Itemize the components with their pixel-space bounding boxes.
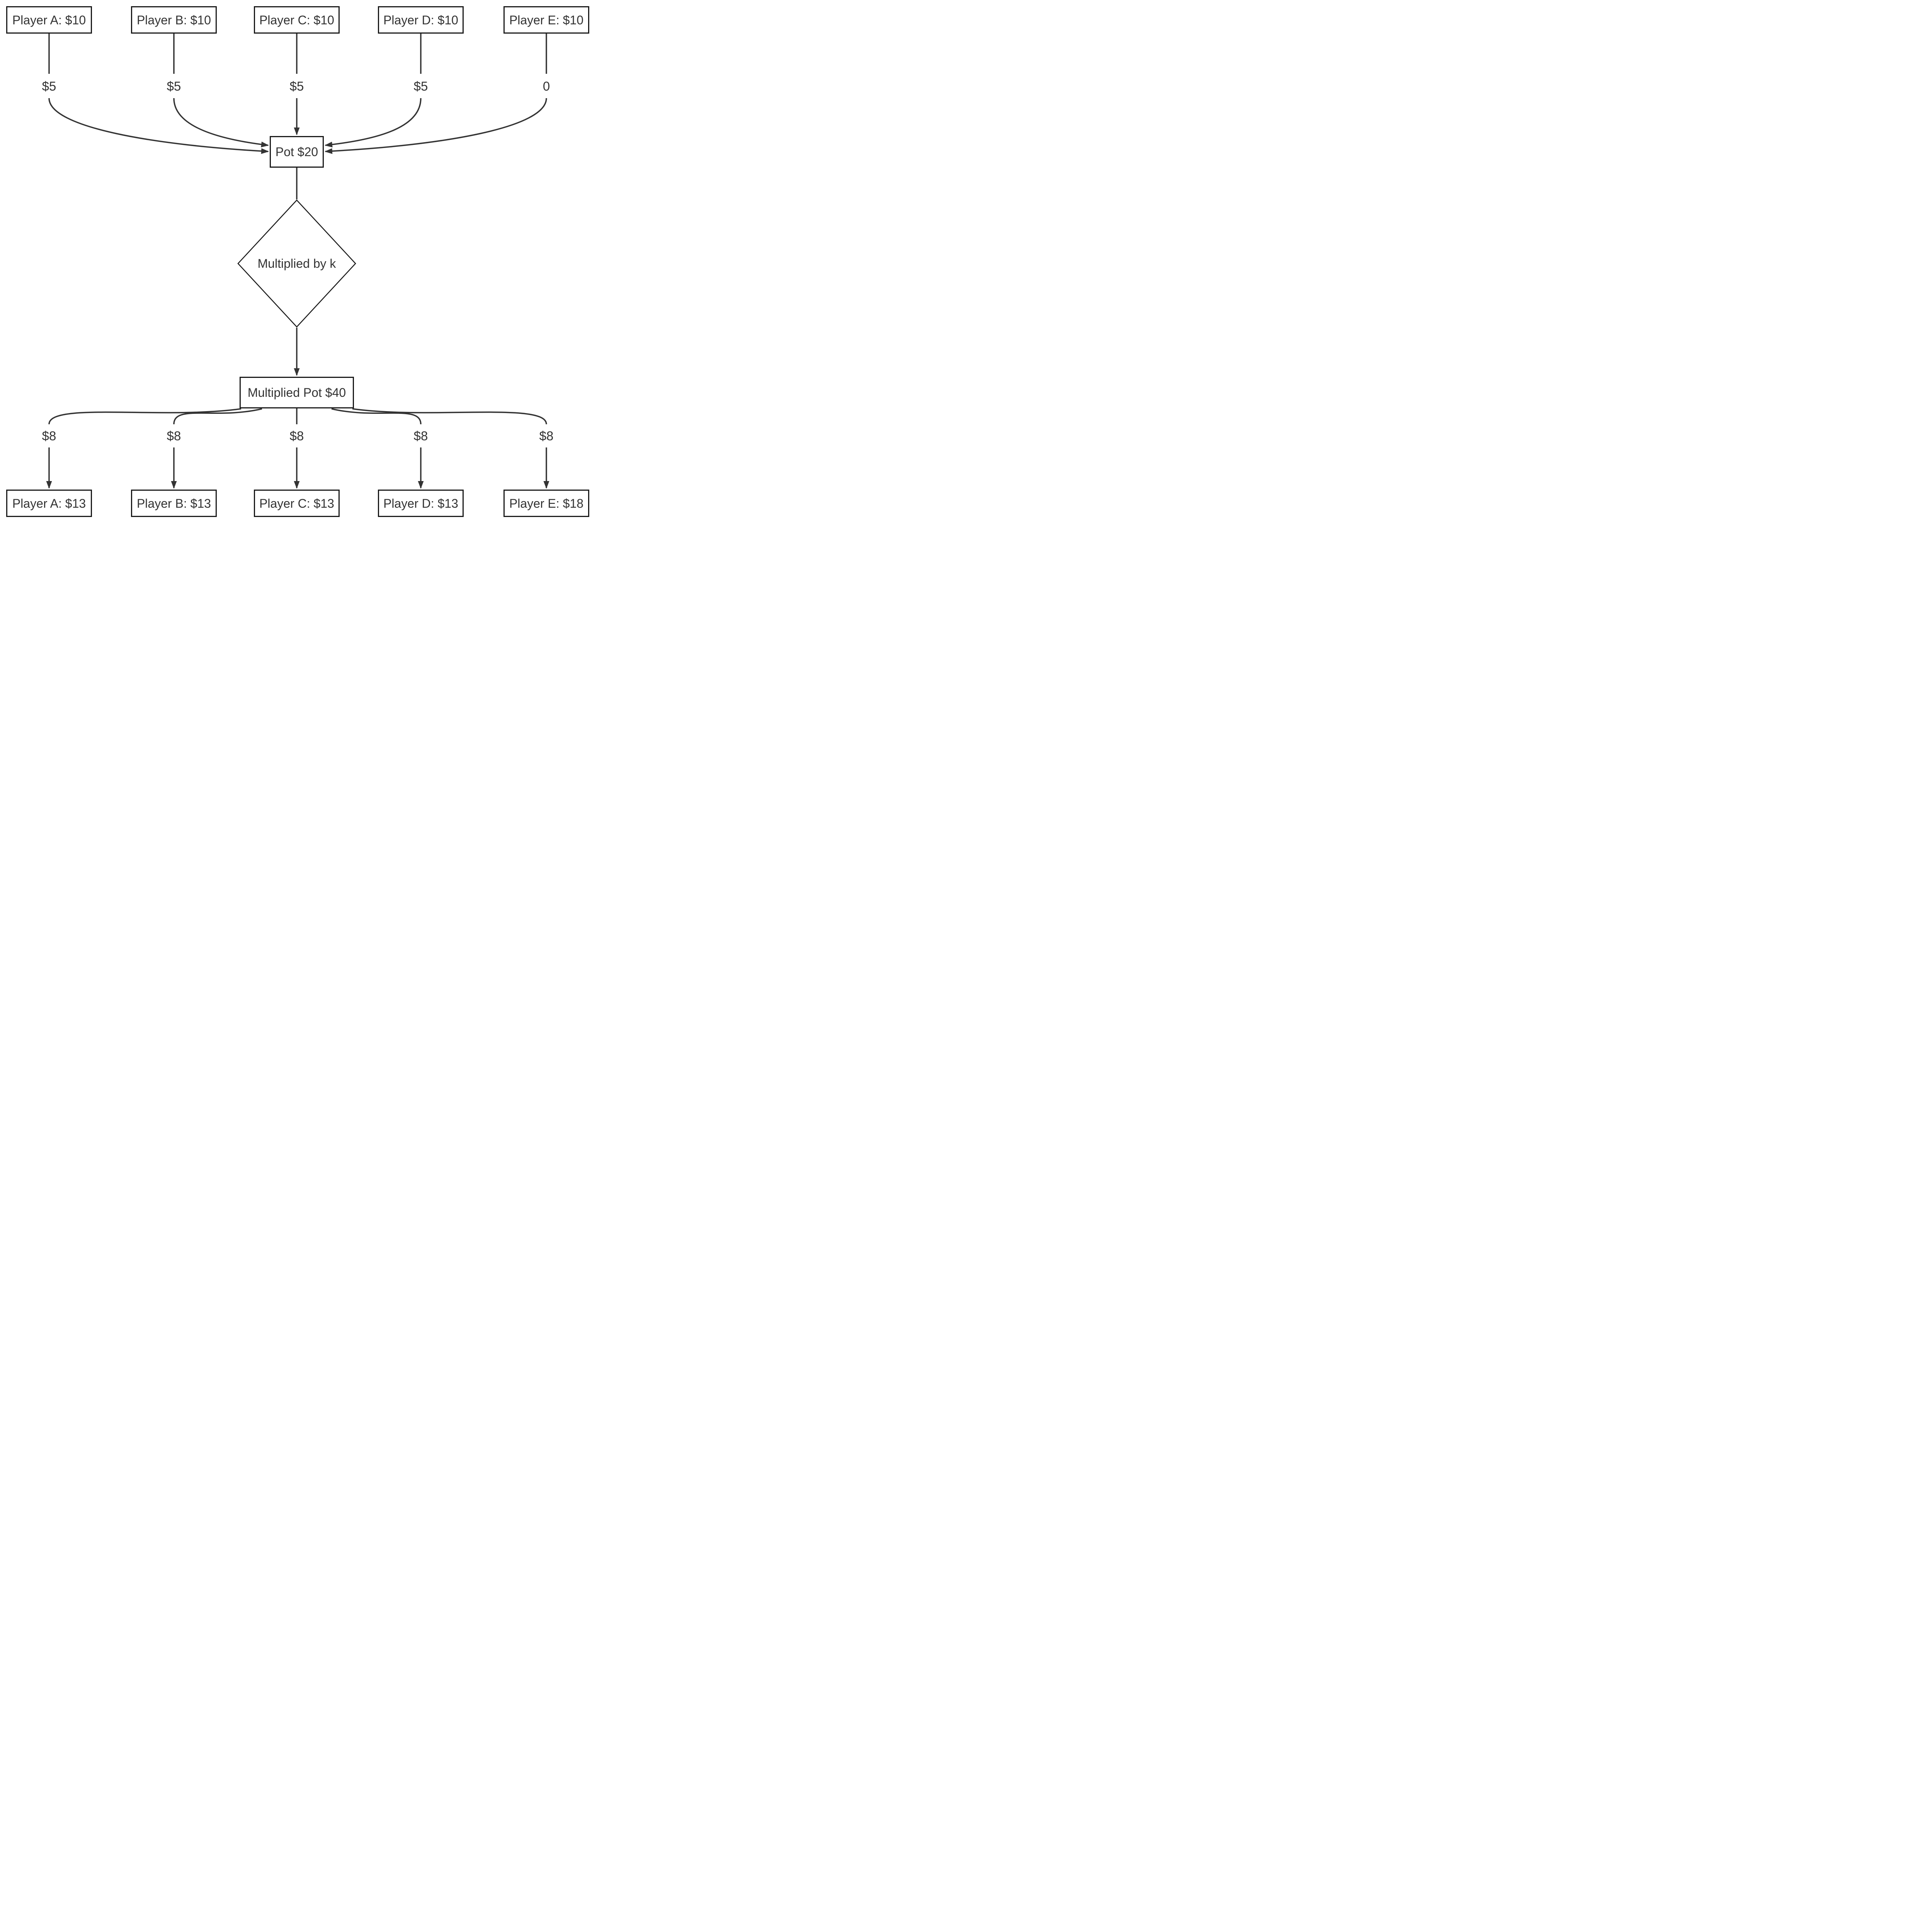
node-player-b-end: Player B: $13 (131, 490, 217, 517)
node-multiplied-pot: Multiplied Pot $40 (240, 377, 354, 408)
edges-layer (46, 34, 549, 489)
edge-multiplied-pot-to-e-curve (352, 408, 547, 425)
edge-player-a-to-pot (48, 98, 269, 154)
node-player-b-start: Player B: $10 (131, 6, 217, 34)
edge-player-d-to-pot (325, 98, 422, 148)
node-multiplier-label: Multiplied by k (257, 256, 336, 270)
edge-label-contribution-b: $5 (164, 80, 184, 93)
node-player-d-start: Player D: $10 (378, 6, 464, 34)
node-player-e-start: Player E: $10 (503, 6, 589, 34)
edge-player-e-to-pot (325, 98, 547, 154)
node-player-a-start: Player A: $10 (6, 6, 92, 34)
edge-multiplied-pot-to-a-curve (48, 408, 242, 425)
edge-player-b-to-pot (173, 98, 269, 148)
edge-label-payout-c: $8 (287, 429, 306, 442)
flowchart-canvas: Player A: $10 Player B: $10 Player C: $1… (0, 0, 590, 519)
edge-multiplied-pot-to-b-curve (173, 408, 262, 425)
edge-label-contribution-d: $5 (411, 80, 430, 93)
edge-label-payout-b: $8 (164, 429, 184, 442)
node-player-c-end: Player C: $13 (254, 490, 340, 517)
node-player-c-start: Player C: $10 (254, 6, 340, 34)
edge-label-payout-d: $8 (411, 429, 430, 442)
edge-label-payout-a: $8 (39, 429, 59, 442)
multiplier-diamond-shape (237, 199, 356, 328)
node-player-a-end: Player A: $13 (6, 490, 92, 517)
edge-label-contribution-a: $5 (39, 80, 59, 93)
node-pot: Pot $20 (270, 136, 324, 168)
node-player-e-end: Player E: $18 (503, 490, 589, 517)
node-player-d-end: Player D: $13 (378, 490, 464, 517)
edge-label-payout-e: $8 (537, 429, 556, 442)
edge-label-contribution-c: $5 (287, 80, 306, 93)
edge-label-contribution-e: 0 (540, 80, 553, 93)
edge-multiplied-pot-to-d-curve (331, 408, 422, 425)
